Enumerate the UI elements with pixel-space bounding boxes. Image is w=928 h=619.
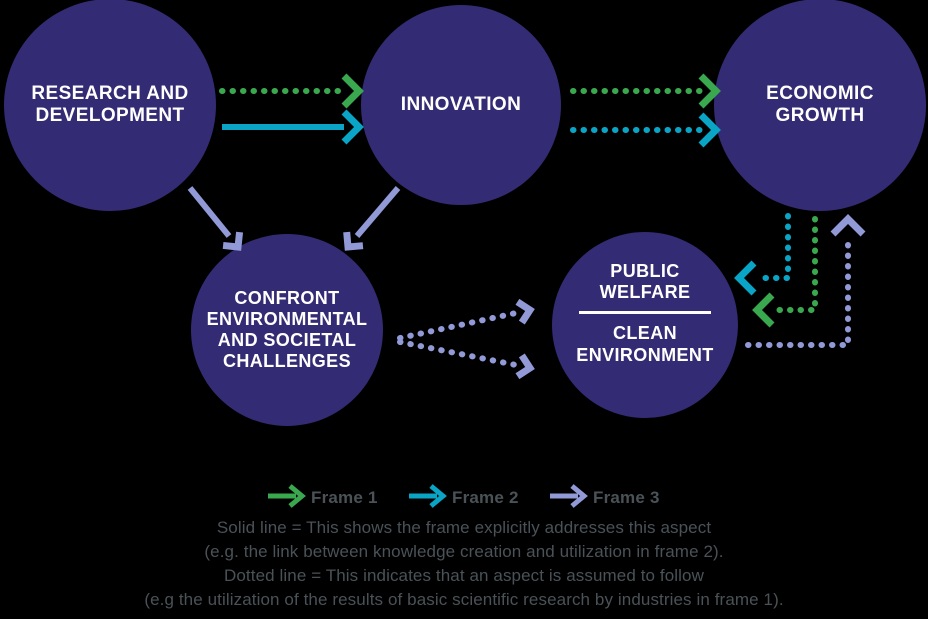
arrowhead-innovation-eg-frame2 bbox=[698, 112, 721, 148]
edge-confront-welfare-upper-frame3 bbox=[397, 310, 519, 341]
edge-welfare-eg-frame3 bbox=[745, 234, 851, 348]
arrowhead-innovation-eg-frame1 bbox=[698, 73, 721, 109]
legend-arrowhead-2 bbox=[429, 484, 447, 508]
node-circle-public-welfare-clean-environment[interactable] bbox=[552, 232, 738, 418]
caption-line-4: (e.g the utilization of the results of b… bbox=[144, 590, 784, 609]
legend-label-frame-3: Frame 3 bbox=[593, 488, 660, 507]
legend-arrowhead-1 bbox=[288, 484, 306, 508]
arrowhead-rd-innovation-frame2 bbox=[341, 109, 364, 145]
arrowhead-welfare-eg-frame3 bbox=[830, 214, 866, 237]
caption-line-3: Dotted line = This indicates that an asp… bbox=[224, 566, 704, 585]
edge-innovation-confront-frame3 bbox=[354, 186, 401, 238]
edge-eg-welfare-frame2 bbox=[754, 213, 791, 281]
arrowhead-confront-welfare-upper-frame3 bbox=[515, 298, 535, 325]
edge-eg-welfare-frame1 bbox=[772, 216, 818, 313]
legend-arrows-layer bbox=[268, 484, 588, 508]
legend-label-frame-1: Frame 1 bbox=[311, 488, 378, 507]
edge-rd-confront-frame3 bbox=[187, 186, 232, 238]
caption-line-2: (e.g. the link between knowledge creatio… bbox=[204, 542, 724, 561]
node-circle-confront-environmental-and-societal-challenges[interactable] bbox=[191, 234, 383, 426]
edge-confront-welfare-lower-frame3 bbox=[397, 339, 519, 368]
arrowhead-innovation-confront-frame3 bbox=[343, 231, 364, 251]
edges-layer bbox=[187, 73, 866, 380]
node-circle-innovation[interactable] bbox=[361, 5, 561, 205]
legend-label-frame-2: Frame 2 bbox=[452, 488, 519, 507]
nodes-layer bbox=[4, 0, 926, 426]
node-circle-economic-growth[interactable] bbox=[714, 0, 926, 211]
arrowhead-confront-welfare-lower-frame3 bbox=[515, 353, 535, 380]
arrowhead-eg-welfare-frame2 bbox=[734, 260, 757, 296]
legend-arrowhead-3 bbox=[570, 484, 588, 508]
node-circle-research-and-development[interactable] bbox=[4, 0, 216, 211]
caption-line-1: Solid line = This shows the frame explic… bbox=[216, 518, 712, 537]
arrowhead-eg-welfare-frame1 bbox=[752, 292, 775, 328]
arrowhead-rd-confront-frame3 bbox=[222, 231, 244, 251]
arrowhead-rd-innovation-frame1 bbox=[341, 73, 364, 109]
